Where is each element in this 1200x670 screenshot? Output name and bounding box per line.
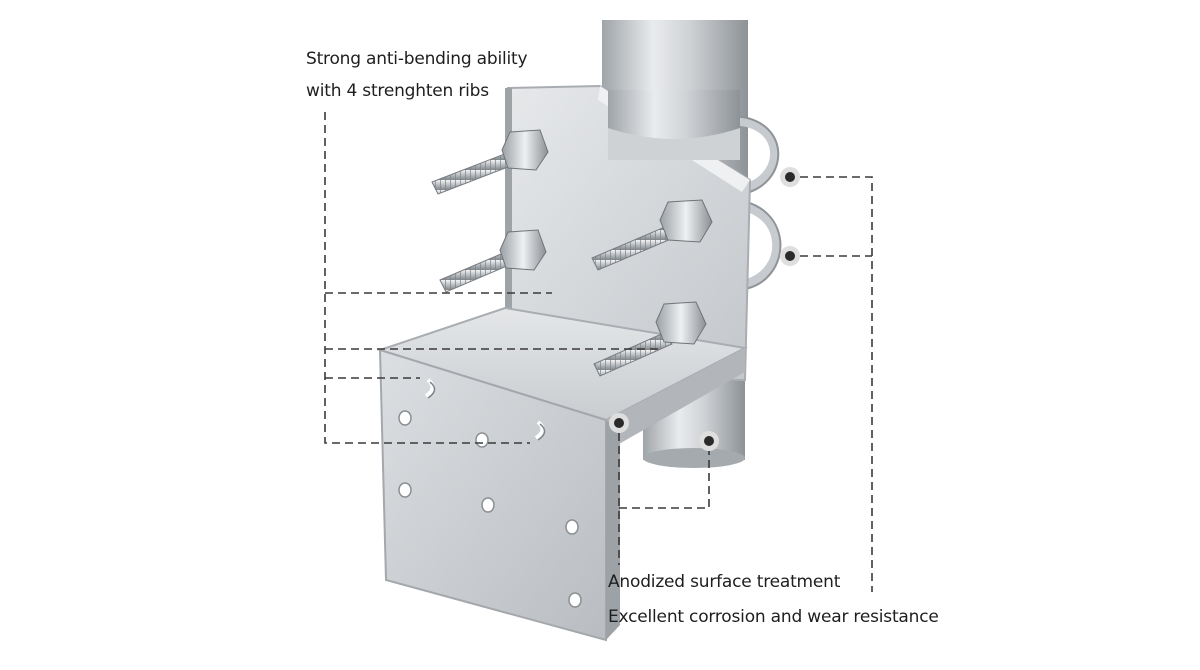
surface-callout-line2: Excellent corrosion and wear resistance (608, 607, 939, 627)
bolt-lower-right (593, 301, 707, 377)
callout-dots (609, 167, 800, 451)
bolt-upper-left (431, 129, 549, 195)
pole-front (608, 90, 740, 160)
bracket-front-face (378, 348, 620, 642)
bolt-middle-left (439, 229, 547, 293)
leader-lines (324, 112, 873, 592)
mounting-holes (398, 410, 582, 608)
surface-callout-line1: Anodized surface treatment (608, 572, 841, 592)
bolt-middle-right (591, 199, 713, 271)
ribs-callout-line2: with 4 strenghten ribs (306, 81, 489, 101)
ribs-callout-line1: Strong anti-bending ability (306, 49, 528, 69)
bracket-top-face (376, 306, 749, 448)
